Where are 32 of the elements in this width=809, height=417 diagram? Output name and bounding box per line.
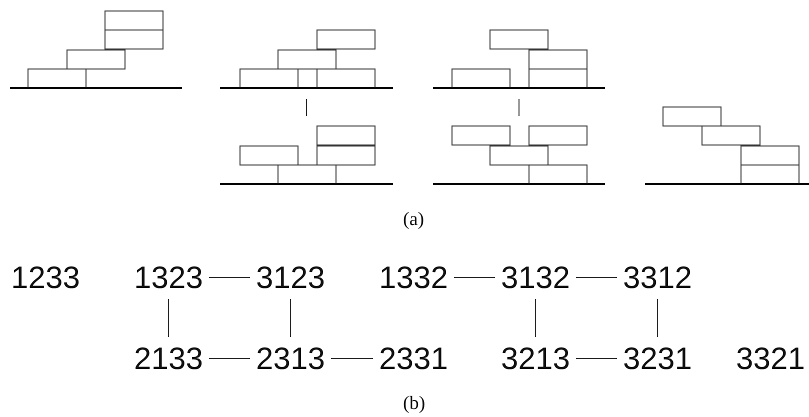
permutation-label: 3213 [501, 343, 570, 374]
permutation-label: 3312 [623, 262, 692, 293]
permutation-label: 3231 [623, 343, 692, 374]
connector-line [453, 277, 496, 278]
brick-stack-drawing [431, 28, 607, 91]
brick-stack-drawing [218, 124, 395, 187]
permutation-label: 3321 [736, 343, 805, 374]
permutation-label: 2133 [134, 343, 203, 374]
permutation-label: 1233 [11, 262, 80, 293]
brick-stack-drawing [8, 9, 184, 91]
connector-line [208, 277, 250, 278]
subfigure-label: (b) [403, 394, 426, 413]
connector-line [208, 358, 250, 359]
permutation-label: 2331 [379, 343, 448, 374]
connector-line [575, 358, 618, 359]
subfigure-label: (a) [403, 210, 424, 229]
connector-line [168, 298, 169, 338]
brick-stack-drawing [218, 28, 395, 91]
permutation-label: 3123 [256, 262, 325, 293]
permutation-label: 1332 [379, 262, 448, 293]
connector-line [306, 98, 307, 116]
connector-line [518, 98, 520, 116]
permutation-label: 2313 [256, 343, 325, 374]
permutation-label: 1323 [134, 262, 203, 293]
permutation-label: 3132 [501, 262, 570, 293]
connector-line [330, 358, 374, 359]
brick-stack-drawing [643, 105, 809, 187]
connector-line [534, 298, 536, 338]
brick-stack-drawing [431, 124, 607, 187]
connector-line [656, 298, 658, 338]
connector-line [575, 277, 618, 278]
connector-line [290, 298, 291, 338]
